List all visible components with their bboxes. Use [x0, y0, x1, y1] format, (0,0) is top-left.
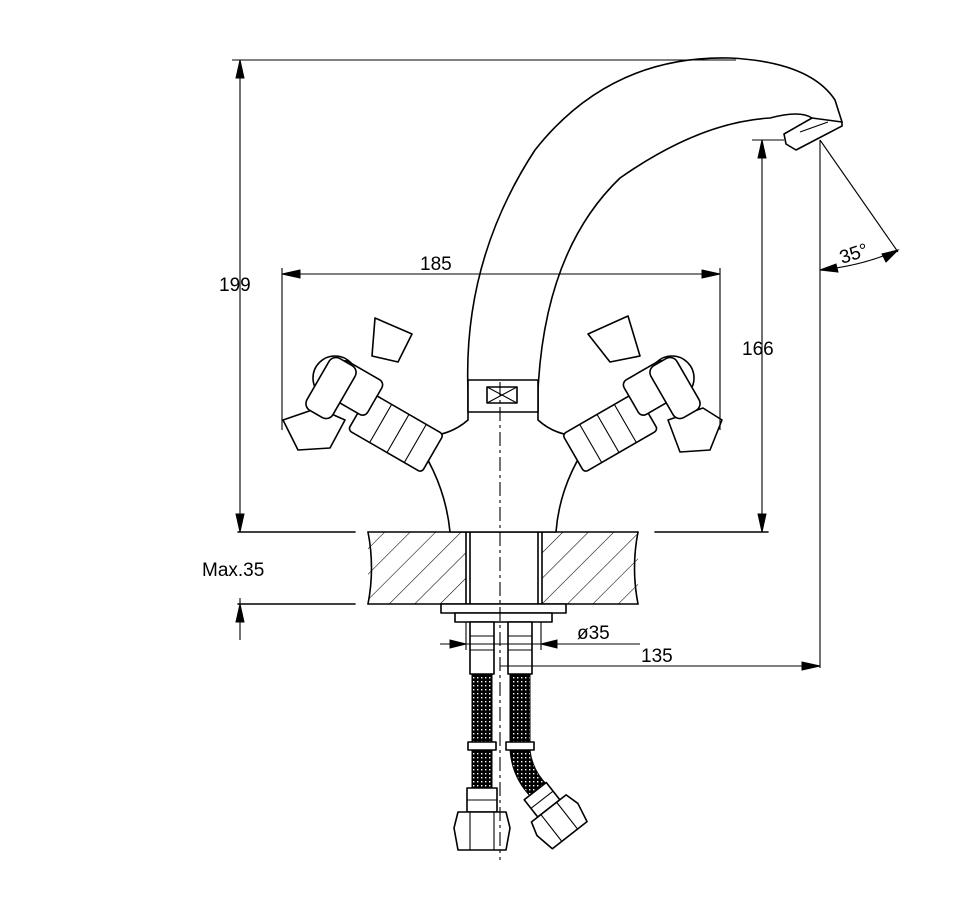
hole-diameter-label: ø35	[577, 623, 610, 644]
faucet-body	[411, 379, 595, 533]
dimension-lines	[232, 59, 900, 671]
left-valve-handle	[282, 317, 443, 472]
overall-height-label: 199	[219, 275, 251, 296]
right-valve-handle	[563, 315, 723, 472]
spout-angle-label: 35°	[837, 240, 871, 269]
countertop-section	[237, 531, 769, 623]
spout-reach-label: 135	[641, 646, 673, 667]
spout	[466, 57, 843, 391]
supply-hoses	[453, 621, 588, 851]
max-thickness-label: Max.35	[202, 560, 264, 581]
handle-span-label: 185	[420, 254, 452, 275]
spout-height-label: 166	[742, 339, 774, 360]
